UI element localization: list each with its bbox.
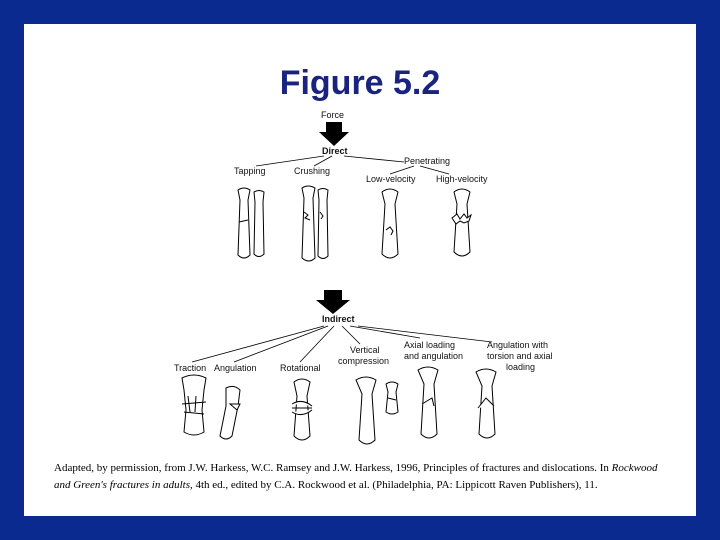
crushing-bone-2 (317, 188, 329, 259)
vertical-compression-bone (355, 376, 377, 445)
direct-branch-penetrating: Penetrating (404, 156, 450, 166)
caption-prefix: Adapted, by permission, from J.W. Harkes… (54, 462, 609, 474)
tapping-bone-1 (237, 187, 251, 259)
crushing-bone-1 (301, 185, 316, 262)
indirect-label: Indirect (322, 314, 355, 324)
axial-angulation-line-1: Axial loading (404, 340, 455, 350)
rotational-bone (293, 378, 311, 441)
direct-branch-lines (255, 155, 450, 175)
fracture-mechanism-diagram: Force Direct Tapping Crushing Penetratin… (174, 110, 553, 445)
high-velocity-comminution (451, 213, 472, 225)
angulation-wedge (228, 403, 241, 411)
angulation-bone-upper (219, 385, 241, 440)
direct-label: Direct (322, 146, 348, 156)
direct-branch-tapping: Tapping (234, 166, 266, 176)
low-velocity-fracture (385, 226, 394, 236)
indirect-branch-traction: Traction (174, 363, 206, 373)
angulation-torsion-line-1: Angulation with (487, 340, 548, 350)
crushing-fracture-lines (303, 211, 324, 221)
traction-bone (181, 374, 207, 436)
caption-book-title: Rockwood and Green's fractures in adults… (54, 462, 658, 491)
indirect-branch-angulation: Angulation (214, 363, 257, 373)
traction-fracture-lines (181, 395, 207, 415)
tapping-bone-2 (253, 190, 265, 257)
force-label: Force (321, 110, 344, 120)
direct-branch-crushing: Crushing (294, 166, 330, 176)
direct-bone-illustrations (237, 185, 472, 262)
low-velocity-bone (381, 188, 399, 259)
indirect-arrow-icon (316, 290, 350, 314)
rotational-spiral-fracture (291, 400, 313, 416)
penetrating-low-velocity: Low-velocity (366, 174, 416, 184)
force-arrow-icon (319, 122, 349, 146)
penetrating-high-velocity: High-velocity (436, 174, 488, 184)
indirect-branch-lines (191, 325, 493, 363)
vertical-compression-line-1: Vertical (350, 345, 380, 355)
vertical-compression-line-2: compression (338, 356, 389, 366)
slide: Figure 5.2 Force Direct Tapping Crushing… (24, 24, 696, 516)
angulation-torsion-line-2: torsion and axial (487, 351, 553, 361)
slide-title: Figure 5.2 (279, 64, 441, 102)
tapping-fracture-line (238, 219, 249, 223)
angulation-torsion-line-3: loading (506, 362, 535, 372)
vertical-compression-fracture (387, 397, 397, 401)
citation-caption: Adapted, by permission, from J.W. Harkes… (54, 460, 674, 494)
torsion-axial-fracture (477, 397, 495, 409)
axial-angulation-fracture (421, 397, 435, 407)
vertical-compression-fragment-1 (385, 381, 399, 415)
indirect-branch-rotational: Rotational (280, 363, 321, 373)
axial-angulation-line-2: and angulation (404, 351, 463, 361)
indirect-bone-illustrations (181, 366, 497, 445)
caption-suffix: 4th ed., edited by C.A. Rockwood et al. … (192, 479, 598, 491)
